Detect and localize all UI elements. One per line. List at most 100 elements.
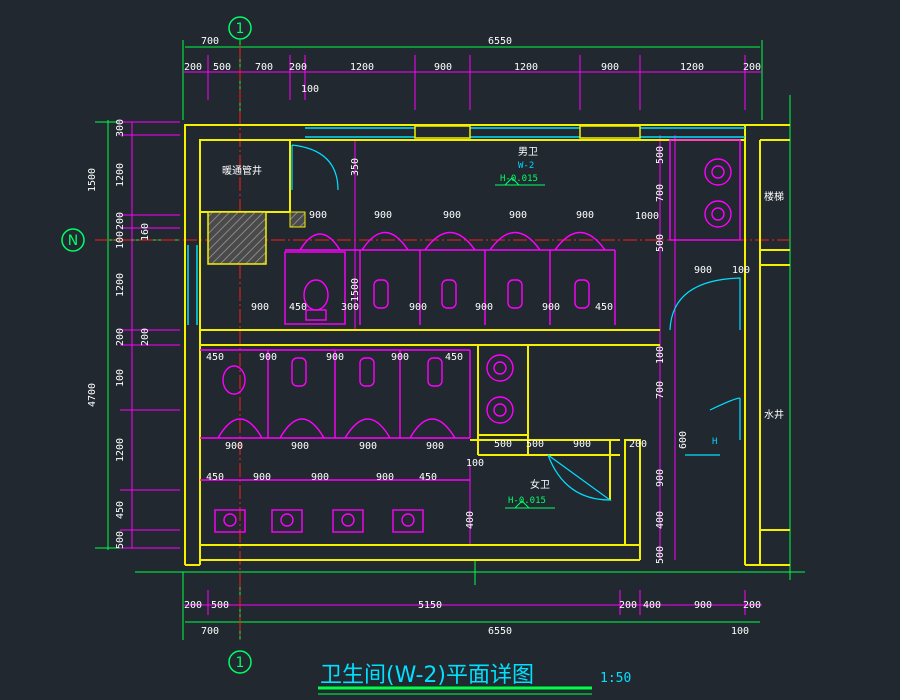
dim-top-4: 1200 [350,62,374,73]
dim-left-inner-4: 1200 [115,273,126,297]
axis-bubble-top [228,16,252,40]
dim-women-right-5: 600 [678,431,689,449]
dim-bottom-2: 5150 [418,600,442,611]
dim-men-under-2: 300 [341,302,359,313]
dim-left-outer-0: 1500 [87,168,98,192]
dim-women-bottom-1: 900 [291,441,309,452]
axis-label-n: N [68,233,78,249]
well-label: 水井 [764,408,784,421]
dim-women-top-0: 450 [206,352,224,363]
axis-bubble-bottom [228,650,252,674]
dim-women-right-1: 700 [655,381,666,399]
dim-left-inner-3: 100 [115,231,126,249]
dim-left-inner-7: 1200 [115,438,126,462]
dim-women-mid-0: 100 [466,458,484,469]
dim-men-stall-4: 900 [576,210,594,221]
dim-women-top-3: 900 [391,352,409,363]
dim-women-right-0: 100 [655,346,666,364]
dim-women-bottom-2: 900 [359,441,377,452]
dim-left-extra-0: 160 [140,223,151,241]
dim-bottom-5: 900 [694,600,712,611]
dim-bottom-overall: 6550 [488,626,512,637]
windows [187,125,745,325]
dim-men-right-3: 500 [655,234,666,252]
basins-right [486,139,741,424]
dim-women-mid-2: 900 [573,439,591,450]
dim-women-sink-1: 900 [253,472,271,483]
dim-top-6: 1200 [514,62,538,73]
walls [184,124,790,566]
mens-stalls [284,232,616,325]
dim-women-sink-2: 900 [311,472,329,483]
dim-men-stall-2: 900 [443,210,461,221]
dim-women-sink-0: 450 [206,472,224,483]
dim-left-outer-1: 4700 [87,383,98,407]
dim-left-inner-6: 100 [115,369,126,387]
womens-stalls [200,349,471,533]
axis-bubble-n [61,228,85,252]
dim-left-inner-2: 200 [115,212,126,230]
dim-bottom-4: 400 [643,600,661,611]
dim-women-mid-3: 200 [629,439,647,450]
dim-men-under-5: 900 [542,302,560,313]
dim-left-inner-9: 500 [115,531,126,549]
dim-left-inner-0: 300 [115,119,126,137]
dim-men-under-1: 450 [289,302,307,313]
women-room-label: 女卫 [530,478,550,491]
dim-men-under-6: 450 [595,302,613,313]
dim-men-vert: 1500 [350,278,361,302]
axis-label-bottom: 1 [236,655,245,671]
dim-top-8: 1200 [680,62,704,73]
dim-men-right-0: 500 [655,146,666,164]
men-room-label: 男卫 [518,146,538,158]
column-hatch [289,211,306,228]
dim-left-extra-1: 200 [140,328,151,346]
doors [291,144,741,501]
dim-top-overall: 6550 [488,36,512,47]
dim-bottom-6: 200 [743,600,761,611]
dim-top-5: 900 [434,62,452,73]
column-hatch [207,211,267,265]
dim-top-1: 500 [213,62,231,73]
extension-lines [95,40,805,640]
dim-women-bottom-3: 900 [426,441,444,452]
dim-top-0: 200 [184,62,202,73]
dim-left-inner-8: 450 [115,501,126,519]
men-room-elev: H-0.015 [500,174,538,184]
dim-women-mid-5: 400 [465,511,476,529]
drawing-title: 卫生间(W-2)平面详图 [320,663,534,688]
dim-men-under-3: 900 [409,302,427,313]
dim-women-top-1: 900 [259,352,277,363]
dim-women-right-3: 400 [655,511,666,529]
dim-left-inner-1: 1200 [115,163,126,187]
dim-women-mid-4: 500 [526,439,544,450]
dim-men-door-1: 100 [732,265,750,276]
dim-women-mid-1: 500 [494,439,512,450]
dim-men-stall-0: 900 [309,210,327,221]
dim-bottom-overall-left: 700 [201,626,219,637]
drawing-scale: 1:50 [600,671,631,686]
men-room-code: W-2 [518,161,534,171]
elevation-markers [495,177,555,509]
axis-label-top: 1 [236,21,245,37]
shaft-label: 暖通管井 [222,164,262,177]
dimension-lines [120,55,762,615]
dim-top-9: 200 [743,62,761,73]
dim-women-right-4: 500 [655,546,666,564]
dim-left-inner-5: 200 [115,328,126,346]
dim-top-overall-left: 700 [201,36,219,47]
dim-men-under-4: 900 [475,302,493,313]
dim-bottom-1: 500 [211,600,229,611]
dim-top-3: 200 [289,62,307,73]
dim-men-door-0: 900 [694,265,712,276]
dim-men-vert2: 350 [350,158,361,176]
dim-top-sub: 100 [301,84,319,95]
women-room-elev: H-0.015 [508,496,546,506]
dim-women-bottom-0: 900 [225,441,243,452]
dim-women-top-4: 450 [445,352,463,363]
dim-women-right-2: 900 [655,469,666,487]
dim-top-7: 900 [601,62,619,73]
stair-label: 楼梯 [764,190,784,203]
dim-men-right-1: 700 [655,184,666,202]
